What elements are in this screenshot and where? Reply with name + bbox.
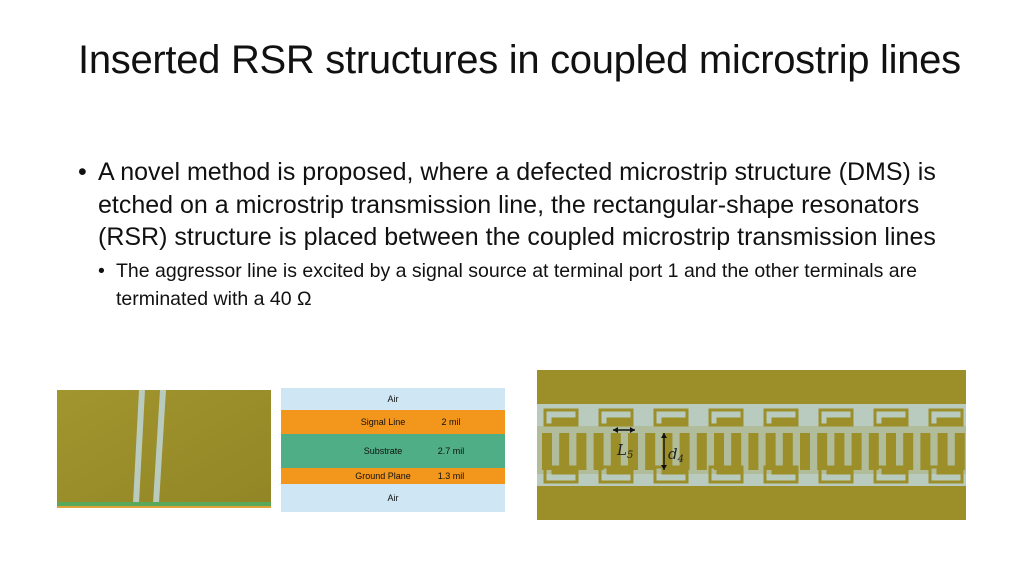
- dms-slot: [763, 465, 799, 484]
- bullet-item: A novel method is proposed, where a defe…: [78, 156, 978, 313]
- layer-stack-figure: Air Signal Line 2 mil Substrate 2.7 mil …: [281, 388, 505, 512]
- dms-slot: [763, 408, 799, 427]
- rsr-resonator: [714, 433, 724, 470]
- rsr-resonator: [937, 433, 948, 470]
- rsr-resonator: [920, 433, 931, 470]
- rsr-resonator: [628, 433, 638, 470]
- dms-slot: [928, 408, 964, 427]
- dms-slot: [708, 465, 744, 484]
- rsr-resonator: [800, 433, 810, 470]
- rsr-resonator: [903, 433, 914, 470]
- layer-signal-line: Signal Line 2 mil: [281, 410, 505, 434]
- l5-label: L5: [616, 441, 633, 461]
- rsr-resonator: [851, 433, 862, 470]
- signal-trace-1: [133, 390, 145, 503]
- dms-slot: [928, 465, 964, 484]
- d4-label: d4: [668, 445, 684, 465]
- layer-thickness: 1.3 mil: [437, 471, 465, 481]
- l5-arrow-left: [613, 427, 618, 433]
- ground-edge: [57, 506, 271, 508]
- d4-arrow-bottom: [661, 465, 667, 470]
- rsr-resonator: [731, 433, 742, 470]
- layer-name: Substrate: [363, 446, 403, 456]
- rsr-row: [542, 433, 965, 470]
- bullet-text: A novel method is proposed, where a defe…: [98, 158, 936, 251]
- dms-slot: [543, 465, 579, 484]
- l5-arrow-right: [630, 427, 635, 433]
- layer-air-bottom: Air: [281, 484, 505, 512]
- layer-name: Air: [387, 493, 399, 503]
- sub-bullet-item: The aggressor line is excited by a signa…: [98, 257, 978, 313]
- d4-arrow-top: [661, 433, 667, 438]
- layer-name: Signal Line: [360, 417, 406, 427]
- rsr-resonator: [610, 433, 621, 470]
- dms-slot: [543, 408, 579, 427]
- bullet-list: A novel method is proposed, where a defe…: [78, 156, 978, 313]
- rsr-resonator: [868, 433, 879, 470]
- layer-thickness: 2.7 mil: [437, 446, 465, 456]
- rsr-resonator: [765, 433, 776, 470]
- layer-air-top: Air: [281, 388, 505, 410]
- sub-bullet-list: The aggressor line is excited by a signa…: [98, 257, 978, 313]
- layer-name: Air: [387, 394, 399, 404]
- layer-substrate: Substrate 2.7 mil: [281, 434, 505, 468]
- dms-slot: [818, 465, 854, 484]
- rsr-resonator: [782, 433, 793, 470]
- coupled-lines-3d-figure: [57, 390, 271, 508]
- dms-top-row: [543, 408, 964, 427]
- rsr-resonator: [748, 433, 759, 470]
- rsr-resonator: [593, 433, 604, 470]
- rsr-layout-drawing: L5 d4: [537, 370, 966, 520]
- dms-slot: [873, 465, 909, 484]
- dms-slot: [708, 408, 744, 427]
- rsr-resonator: [679, 433, 690, 470]
- dms-slot: [653, 408, 689, 427]
- rsr-resonator: [662, 433, 673, 470]
- dms-slot: [598, 465, 634, 484]
- dms-slot: [873, 408, 909, 427]
- rsr-resonator: [542, 433, 552, 470]
- dms-slot: [818, 408, 854, 427]
- rsr-resonator: [576, 433, 587, 470]
- coupled-lines-3d-drawing: [57, 390, 271, 508]
- rsr-resonator: [954, 433, 965, 470]
- rsr-resonator: [817, 433, 828, 470]
- layer-ground-plane: Ground Plane 1.3 mil: [281, 468, 505, 484]
- rsr-resonator: [886, 433, 896, 470]
- dms-slot: [598, 408, 634, 427]
- substrate-edge: [57, 502, 271, 508]
- rsr-layout-figure: L5 d4: [537, 370, 966, 520]
- layer-name: Ground Plane: [355, 471, 411, 481]
- signal-trace-2: [153, 390, 166, 503]
- rsr-resonator: [696, 433, 707, 470]
- rsr-resonator: [834, 433, 845, 470]
- rsr-resonator: [645, 433, 656, 470]
- sub-bullet-text: The aggressor line is excited by a signa…: [116, 259, 917, 310]
- rsr-resonator: [559, 433, 570, 470]
- slide-title: Inserted RSR structures in coupled micro…: [78, 38, 961, 82]
- layer-thickness: 2 mil: [441, 417, 461, 427]
